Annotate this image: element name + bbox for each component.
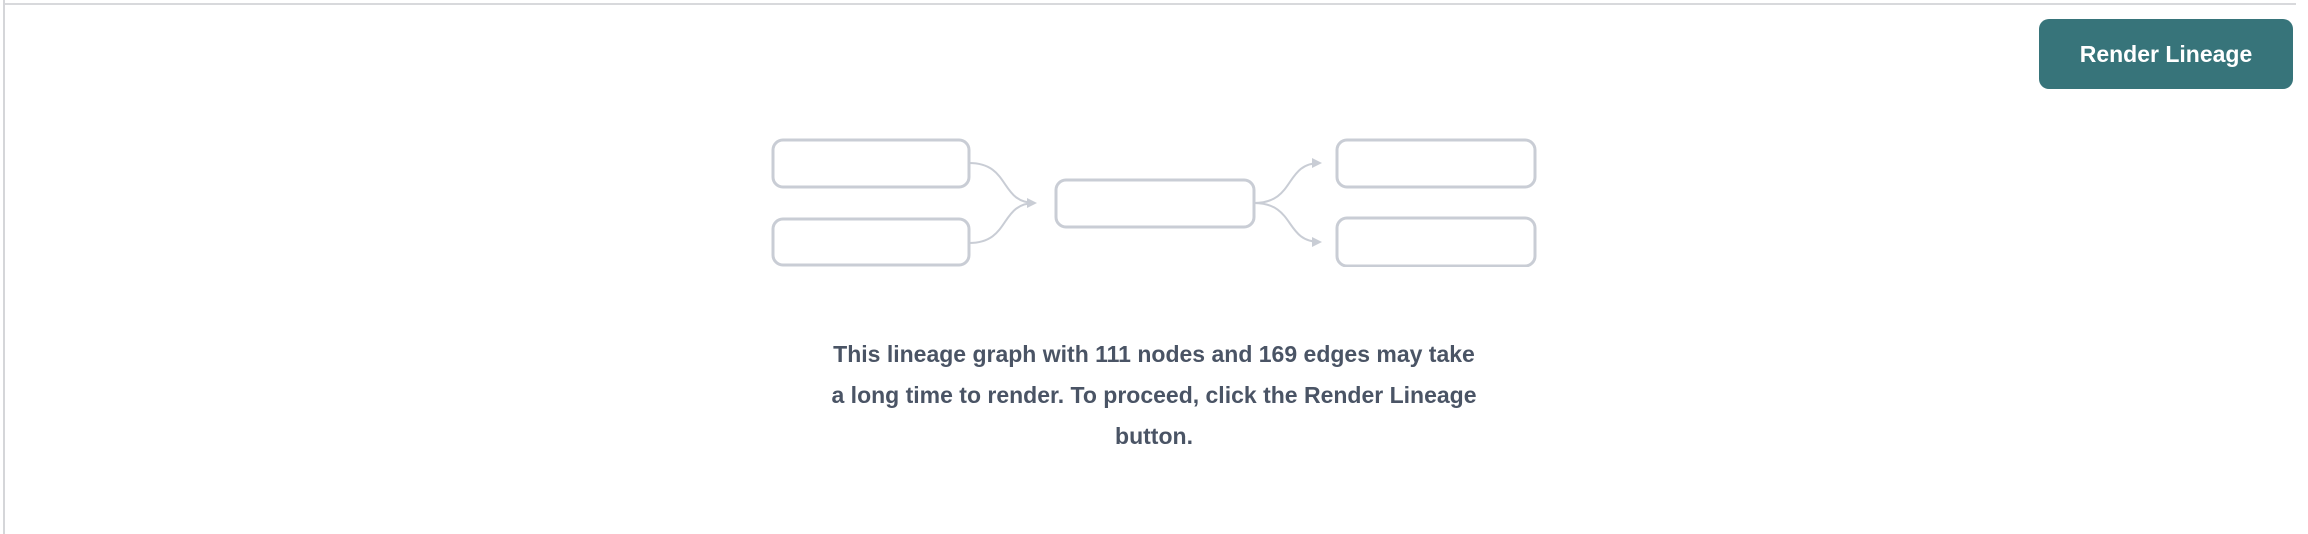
placeholder-graph-illustration [771, 138, 1537, 267]
graph-edge [1253, 158, 1322, 204]
message-line: This lineage graph with 111 nodes and 16… [833, 341, 1475, 367]
pane-left-border [3, 0, 5, 534]
render-warning-message: This lineage graph with 111 nodes and 16… [832, 334, 1477, 457]
graph-node [1335, 138, 1537, 189]
lineage-placeholder: This lineage graph with 111 nodes and 16… [771, 135, 1537, 457]
graph-edge [968, 202, 1036, 244]
graph-edge [1253, 202, 1322, 247]
message-line: a long time to render. To proceed, click… [831, 382, 1477, 408]
graph-edge [968, 162, 1037, 208]
pane-top-border [5, 3, 2296, 5]
graph-node [1054, 178, 1256, 229]
render-lineage-button[interactable]: Render Lineage [2039, 19, 2293, 89]
graph-node [771, 217, 971, 267]
graph-node [1335, 216, 1537, 267]
graph-node [771, 138, 971, 189]
message-line: button. [1115, 423, 1193, 449]
